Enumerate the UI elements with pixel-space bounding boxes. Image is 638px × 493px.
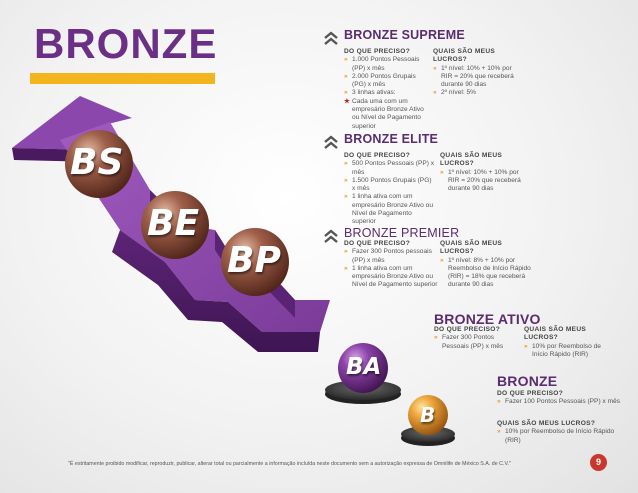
list-item: 1 linha ativa com um empresário Bronze A… xyxy=(344,265,439,290)
ball-b-label: B xyxy=(420,403,436,427)
profits-heading: QUAIS SÃO MEUS LUCROS? xyxy=(524,326,587,342)
profits-heading: QUAIS SÃO MEUS LUCROS? xyxy=(440,240,503,256)
arrow-head xyxy=(12,96,132,150)
list-item: 1.500 Pontos Grupais (PG) x mês xyxy=(344,177,436,194)
requirements-heading: DO QUE PRECISO? xyxy=(497,390,564,397)
ball-ba xyxy=(338,343,388,393)
requirements-heading: DO QUE PRECISO? xyxy=(434,326,501,333)
list-item: 3 linhas ativas: xyxy=(344,89,426,98)
bronze-premier-requirements: DO QUE PRECISO? Fazer 300 Pontos pessoai… xyxy=(344,240,439,290)
list-item: Fazer 300 Pontos Pessoais (PP) x mês xyxy=(434,334,519,351)
bronze-premier-title: BRONZE PREMIER xyxy=(344,226,460,240)
profits-heading: QUAIS SÃO MEUS LUCROS? xyxy=(497,420,596,427)
list-item: 1º nível: 10% + 10% por RIR = 20% que re… xyxy=(433,65,518,90)
bronze-premier-profits: QUAIS SÃO MEUS LUCROS? 1º nível: 8% + 10… xyxy=(440,240,532,290)
bronze-ativo-profits: QUAIS SÃO MEUS LUCROS? 10% por Reembolso… xyxy=(524,326,614,359)
list-item: Cada uma com um empresário Bronze Ativo … xyxy=(344,98,426,131)
list-item: 1 linha ativa com um empresário Bronze A… xyxy=(344,193,436,226)
requirements-heading: DO QUE PRECISO? xyxy=(344,240,411,247)
bronze-supreme-requirements: DO QUE PRECISO? 1.000 Pontos Pessoais (P… xyxy=(344,48,426,131)
list-item: 1.000 Pontos Pessoais (PP) x mês xyxy=(344,56,426,73)
page-number-badge: 9 xyxy=(590,454,607,471)
profits-heading: QUAIS SÃO MEUS LUCROS? xyxy=(433,48,496,64)
list-item: 2.000 Pontos Grupais (PG) x mês xyxy=(344,73,426,90)
bronze-requirements: DO QUE PRECISO? Fazer 100 Pontos Pessoai… xyxy=(497,390,622,407)
ball-be xyxy=(141,191,209,259)
bronze-supreme-title: BRONZE SUPREME xyxy=(344,28,465,42)
title-underline xyxy=(30,73,215,84)
list-item: 1º nível: 10% + 10% por RIR = 20% que re… xyxy=(440,169,530,194)
page-title: BRONZE xyxy=(34,20,218,67)
list-item: 10% por Reembolso de Início Rápido (RIR) xyxy=(497,428,622,445)
bronze-supreme-profits: QUAIS SÃO MEUS LUCROS? 1º nível: 10% + 1… xyxy=(433,48,518,98)
ball-bs-label: BS xyxy=(70,142,124,183)
bronze-ativo-title: BRONZE ATIVO xyxy=(434,311,541,327)
bronze-ativo-requirements: DO QUE PRECISO? Fazer 300 Pontos Pessoai… xyxy=(434,326,519,351)
ball-ba-label: BA xyxy=(346,354,382,380)
ball-b xyxy=(408,395,448,435)
profits-heading: QUAIS SÃO MEUS LUCROS? xyxy=(440,152,503,168)
double-chevron-up-icon xyxy=(324,229,338,243)
list-item: 2º nível: 5% xyxy=(433,89,518,98)
bronze-elite-requirements: DO QUE PRECISO? 500 Pontos Pessoais (PP)… xyxy=(344,152,436,227)
ball-bp xyxy=(221,228,289,296)
bronze-title: BRONZE xyxy=(497,373,558,389)
list-item: 500 Pontos Pessoais (PP) x mês xyxy=(344,160,436,177)
ball-bs xyxy=(65,130,133,198)
requirements-heading: DO QUE PRECISO? xyxy=(344,48,411,55)
list-item: Fazer 100 Pontos Pessoais (PP) x mês xyxy=(497,398,622,407)
stair-side xyxy=(112,230,320,352)
list-item: 1º nível: 8% + 10% por Reembolso de Iníc… xyxy=(440,257,532,290)
bronze-elite-title: BRONZE ELITE xyxy=(344,132,439,146)
bronze-profits: QUAIS SÃO MEUS LUCROS? 10% por Reembolso… xyxy=(497,420,622,445)
bronze-elite-profits: QUAIS SÃO MEUS LUCROS? 1º nível: 10% + 1… xyxy=(440,152,530,193)
ball-bp-label: BP xyxy=(227,240,281,281)
double-chevron-up-icon xyxy=(324,31,338,45)
requirements-heading: DO QUE PRECISO? xyxy=(344,152,411,159)
double-chevron-up-icon xyxy=(324,135,338,149)
ball-be-label: BE xyxy=(147,203,200,244)
list-item: 10% por Reembolso de Início Rápido (RIR) xyxy=(524,343,614,360)
copyright-footnote: "É estritamente proibido modificar, repr… xyxy=(68,461,511,467)
list-item: Fazer 300 Pontos pessoais (PP) x mês xyxy=(344,248,439,265)
